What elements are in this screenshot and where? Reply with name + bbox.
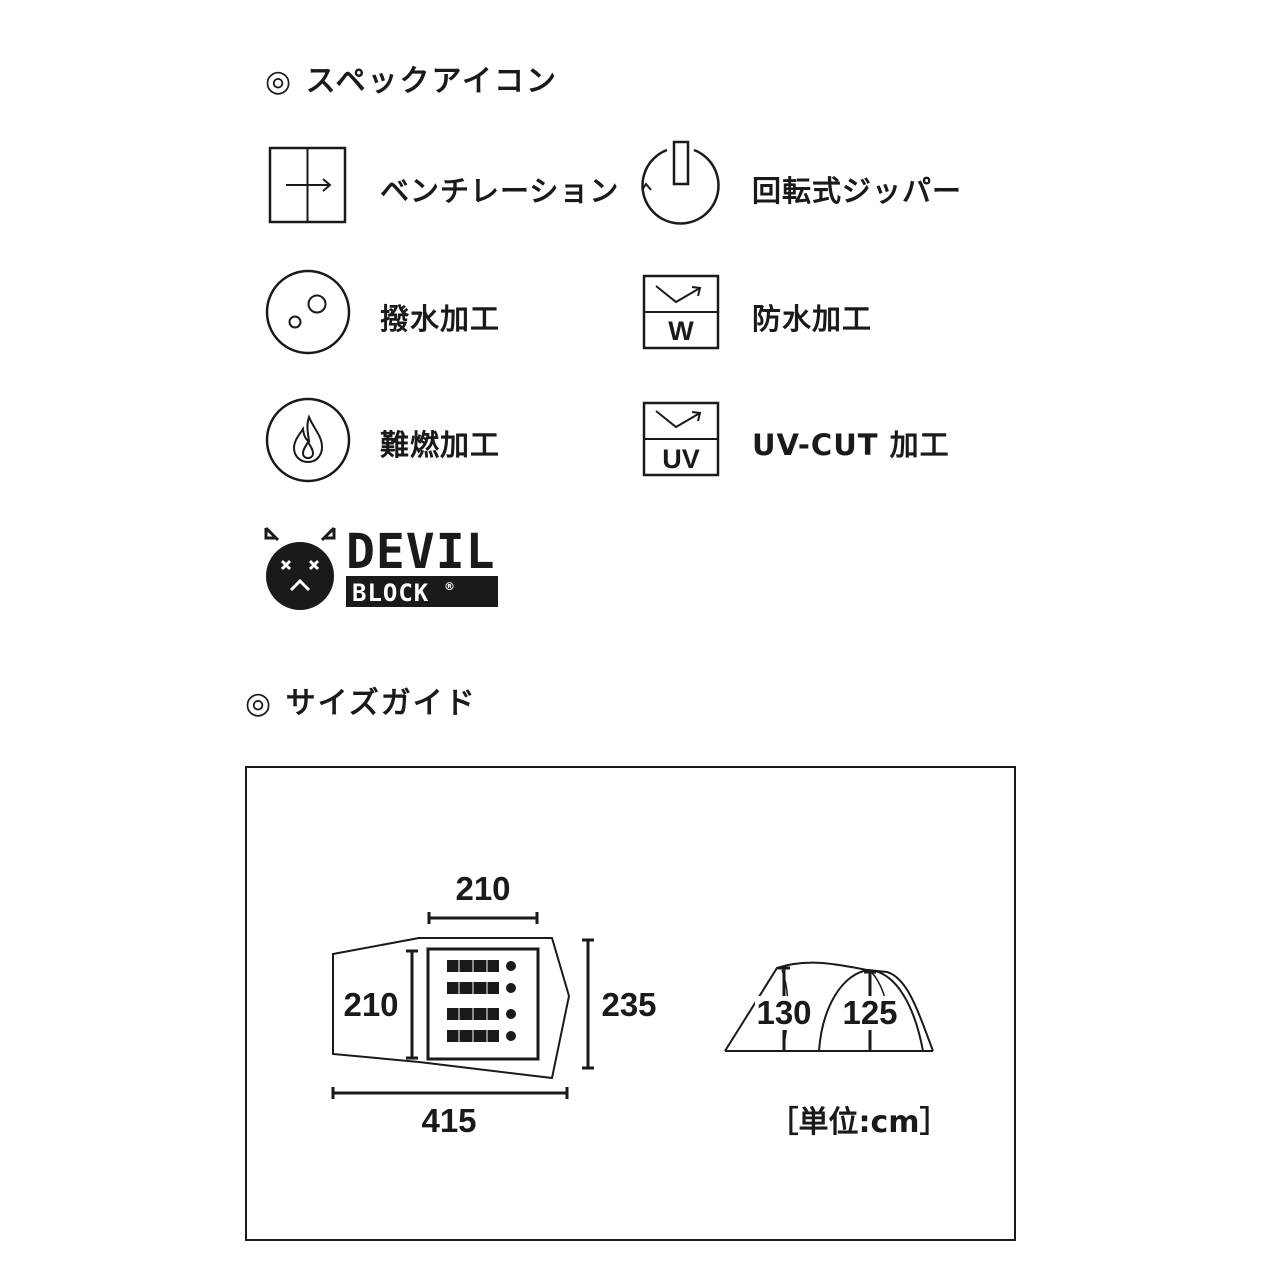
water-repellent-icon: [264, 268, 352, 356]
devil-block-logo: DEVIL BLOCK ®: [264, 524, 504, 614]
total-depth-label: 235: [601, 986, 656, 1023]
inner-depth-label: 210: [343, 986, 398, 1023]
rotating-zipper-label: 回転式ジッパー: [752, 174, 963, 208]
size-diagram: 210 210 235 415 130 125 ［単位:cm］: [245, 766, 1016, 1241]
total-length-label: 415: [421, 1102, 476, 1139]
waterproof-label: 防水加工: [752, 302, 873, 336]
registered-mark: ®: [444, 580, 455, 593]
tent-plan-view: [332, 937, 571, 1080]
inner-width-label: 210: [455, 870, 510, 907]
water-repellent-label: 撥水加工: [380, 302, 501, 336]
uv-cut-badge: UV: [662, 444, 700, 474]
uv-cut-icon: UV: [642, 401, 720, 477]
flame-retardant-icon: [264, 396, 352, 484]
block-text: BLOCK: [352, 579, 429, 607]
ventilation-label: ベンチレーション: [380, 174, 620, 208]
rear-height-label: 125: [842, 994, 897, 1031]
waterproof-badge: W: [668, 316, 694, 346]
size-guide-heading: ◎ サイズガイド: [245, 686, 477, 721]
uv-cut-label: UV-CUT 加工: [752, 428, 950, 462]
front-height-label: 130: [756, 994, 811, 1031]
devil-text: DEVIL: [346, 524, 496, 580]
flame-retardant-label: 難燃加工: [380, 428, 501, 462]
tent-side-view: [724, 961, 934, 1052]
unit-label: ［単位:cm］: [768, 1105, 949, 1140]
spec-icons-heading: ◎ スペックアイコン: [265, 64, 559, 99]
rotating-zipper-icon: [638, 140, 724, 230]
waterproof-icon: W: [642, 274, 720, 350]
ventilation-icon: [268, 146, 348, 224]
